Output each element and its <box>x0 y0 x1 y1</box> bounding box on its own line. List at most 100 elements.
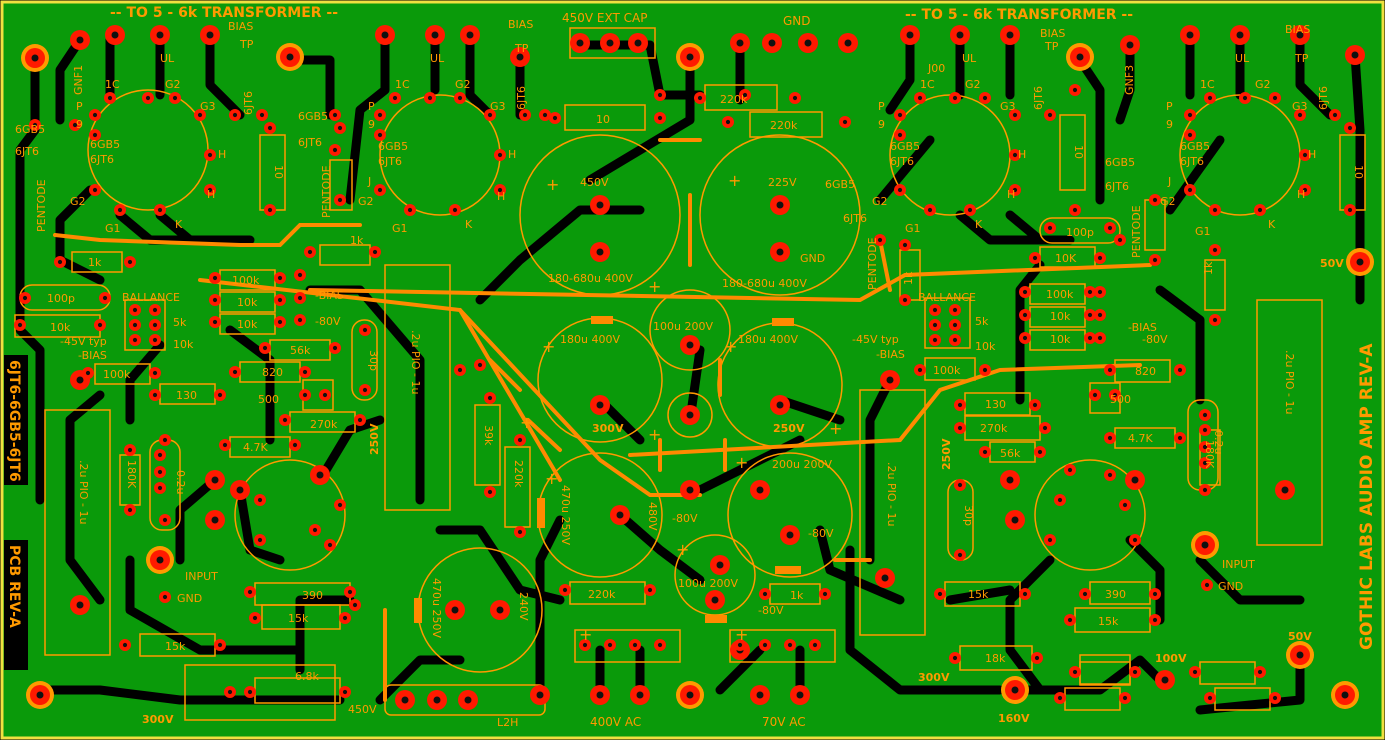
solder-pad <box>129 304 141 316</box>
solder-pad <box>1104 469 1116 481</box>
pin-p-3: P <box>878 100 885 113</box>
pin-1c: 1C <box>105 78 120 91</box>
solder-pad <box>949 92 961 104</box>
solder-pad <box>154 466 166 478</box>
gnd-2: GND <box>1218 580 1243 593</box>
solder-pad <box>1119 692 1131 704</box>
solder-pad <box>1191 531 1219 559</box>
solder-pad <box>204 184 216 196</box>
solder-pad <box>1209 244 1221 256</box>
svg-text:+: + <box>728 171 741 190</box>
solder-pad <box>1269 692 1281 704</box>
solder-pad <box>894 109 906 121</box>
solder-pad <box>375 25 395 45</box>
pin-g2b-3: G2 <box>872 195 888 208</box>
solder-pad <box>389 92 401 104</box>
solder-pad <box>319 389 331 401</box>
bias-label-2: BIAS <box>508 18 533 31</box>
pin-1c-2: 1C <box>395 78 410 91</box>
label-6jt6-v4: 6JT6 <box>1317 86 1330 110</box>
solder-pad <box>14 319 26 331</box>
svg-text:+: + <box>520 413 533 432</box>
res-390-r1: 390 <box>1105 588 1126 601</box>
solder-pad <box>964 204 976 216</box>
pin-6jt6: 6JT6 <box>90 153 114 166</box>
solder-pad <box>1005 510 1025 530</box>
solder-pad <box>734 639 746 651</box>
solder-pad <box>954 479 966 491</box>
label-6gb5-4: 6GB5 <box>1105 156 1135 169</box>
v100-1: 100V <box>1155 652 1187 665</box>
solder-pad <box>324 539 336 551</box>
input-2: INPUT <box>1222 558 1255 571</box>
solder-pad <box>1149 194 1161 206</box>
pin-6gb5-4: 6GB5 <box>1180 140 1210 153</box>
res-100k-1: 100k <box>232 274 260 287</box>
label-pentode-3: PENTODE <box>866 237 879 290</box>
pads <box>14 25 1374 710</box>
m45-2: -45V typ <box>852 333 899 346</box>
solder-pad <box>1149 254 1161 266</box>
res-56k-1: 56k <box>290 344 311 357</box>
solder-pad <box>1089 389 1101 401</box>
cap8-value: 200u 200V <box>772 458 832 471</box>
solder-pad <box>789 92 801 104</box>
tp-label-4: TP <box>1294 52 1309 65</box>
solder-pad <box>1204 92 1216 104</box>
res-130-1: 130 <box>176 389 197 402</box>
res-10k-4: 10k <box>173 338 194 351</box>
solder-pad <box>950 25 970 45</box>
solder-pad <box>770 242 790 262</box>
solder-pad <box>1201 579 1213 591</box>
solder-pad <box>1344 204 1356 216</box>
solder-pad <box>149 367 161 379</box>
solder-pad <box>949 304 961 316</box>
solder-pad <box>1344 122 1356 134</box>
solder-pad <box>899 239 911 251</box>
solder-pad <box>484 486 496 498</box>
solder-pad <box>654 112 666 124</box>
res-10-3: 10 <box>1072 145 1085 159</box>
pin-6gb5-2: 6GB5 <box>378 140 408 153</box>
solder-pad <box>1189 666 1201 678</box>
gnd-1: GND <box>177 592 202 605</box>
pin-h2-2: H <box>497 190 505 203</box>
tp-label-3: TP <box>1044 40 1059 53</box>
pin-g2-2: G2 <box>455 78 471 91</box>
solder-pad <box>874 234 886 246</box>
res-56k-r1: 56k <box>1000 447 1021 460</box>
res-10-1: 10 <box>596 113 610 126</box>
input-1: INPUT <box>185 570 218 583</box>
res-500-1: 500 <box>258 393 279 406</box>
label-pentode: PENTODE <box>35 179 48 232</box>
solder-pad <box>1084 332 1096 344</box>
solder-pad <box>149 304 161 316</box>
pin-9: 9 <box>76 118 83 131</box>
solder-pad <box>490 600 510 620</box>
solder-pad <box>1069 204 1081 216</box>
solder-pad <box>19 292 31 304</box>
res-15k-1: 15k <box>288 612 309 625</box>
solder-pad <box>1064 464 1076 476</box>
left-side-text-top: 6JT6-6GB5-6JT6 <box>6 360 22 482</box>
pin-g3-4: G3 <box>1292 100 1308 113</box>
solder-pad <box>1104 432 1116 444</box>
m45-1: -45V typ <box>60 335 107 348</box>
ballance-label-1: BALLANCE <box>122 291 180 304</box>
solder-pad <box>604 639 616 651</box>
svg-text:+: + <box>676 540 689 559</box>
cap9-value: 100u 200V <box>678 577 738 590</box>
solder-pad <box>349 599 361 611</box>
solder-pad <box>94 319 106 331</box>
solder-pad <box>154 204 166 216</box>
res-18k-r1: 18k <box>985 652 1006 665</box>
solder-pad <box>949 319 961 331</box>
pin-g2b-4: G2 <box>1160 195 1176 208</box>
ul-label-3: UL <box>962 52 977 65</box>
solder-pad <box>70 30 90 50</box>
gnf1-label: GNF1 <box>72 65 85 95</box>
res-5k-1: 5k <box>173 316 187 329</box>
solder-pad <box>949 652 961 664</box>
res-220k-2: 220k <box>770 119 798 132</box>
solder-pad <box>770 395 790 415</box>
